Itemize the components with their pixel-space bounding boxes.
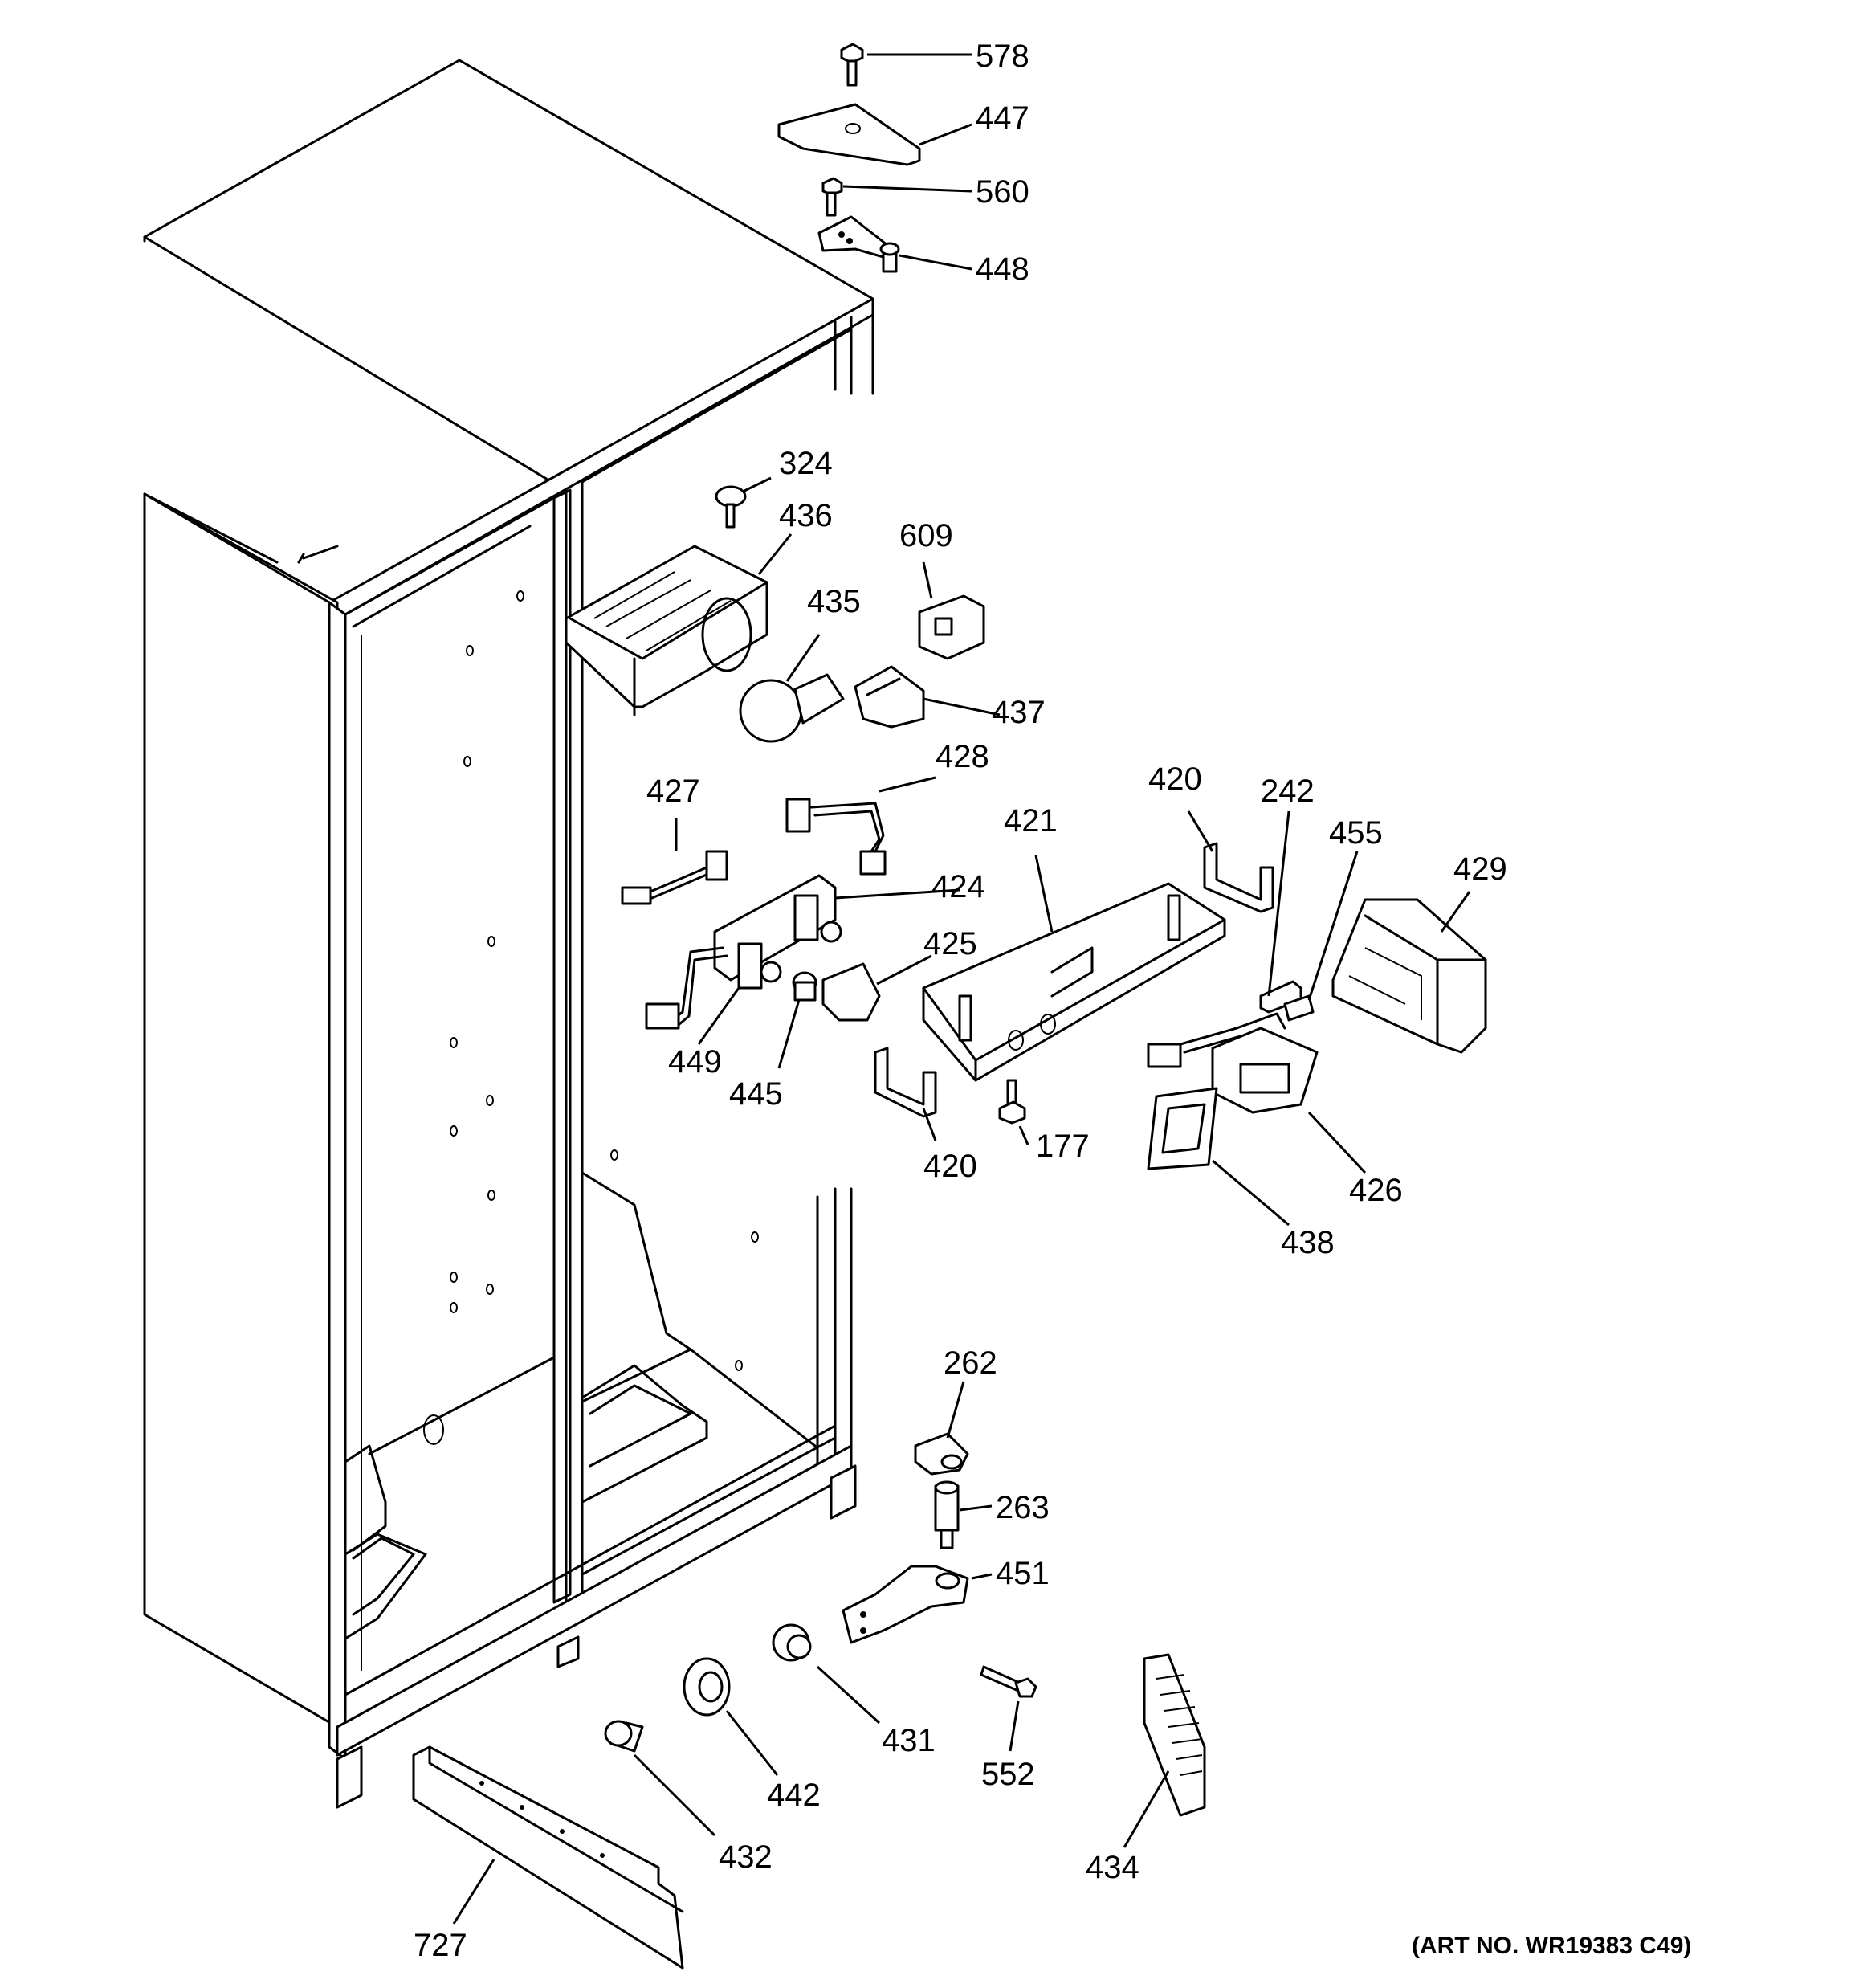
callout-263: 263 [996, 1490, 1050, 1525]
callout-leader-lines [452, 53, 1471, 1925]
callout-428: 428 [936, 739, 989, 774]
callout-448: 448 [976, 251, 1029, 287]
part-442-washer [683, 1657, 731, 1717]
cabinet-screw-holes [297, 545, 759, 1445]
callout-labels: 578 447 560 448 324 436 609 435 437 428 … [414, 39, 1691, 1963]
callout-436: 436 [779, 498, 833, 533]
part-560-screw [821, 177, 843, 217]
refrigerator-cabinet [143, 59, 874, 1809]
part-552-screw [980, 1665, 1037, 1698]
callout-432: 432 [719, 1839, 773, 1875]
part-426-dispenser-light [1147, 1012, 1319, 1114]
part-429-dispenser-housing [1331, 898, 1487, 1054]
callout-324: 324 [779, 446, 833, 481]
callout-438: 438 [1281, 1225, 1335, 1260]
callout-442: 442 [767, 1778, 821, 1813]
part-609-door-switch [918, 594, 985, 660]
callout-449: 449 [668, 1044, 722, 1080]
callout-437: 437 [992, 695, 1046, 730]
part-421-control-housing [922, 882, 1226, 1082]
art-number: (ART NO. WR19383 C49) [1412, 1933, 1691, 1959]
part-425-control-knob [821, 962, 881, 1022]
callout-447: 447 [976, 100, 1029, 136]
part-431-bushing [772, 1623, 812, 1662]
callout-434: 434 [1086, 1850, 1139, 1885]
callout-431: 431 [882, 1723, 936, 1758]
part-177-screw [998, 1079, 1026, 1125]
part-324-push-pin [715, 485, 747, 529]
callout-435: 435 [807, 584, 861, 619]
part-424-temperature-control [645, 874, 842, 1030]
callout-424: 424 [932, 869, 985, 904]
callout-421: 421 [1004, 803, 1058, 839]
part-262-hinge-bushing [914, 1432, 969, 1476]
callout-429: 429 [1453, 851, 1507, 887]
part-438-light-lens [1147, 1087, 1218, 1170]
part-435-light-bulb [739, 673, 845, 743]
callout-427: 427 [646, 774, 700, 809]
part-445-knob-bushing [792, 971, 817, 1002]
part-447-hinge-cover [777, 103, 921, 166]
part-427-wire-harness [621, 850, 728, 905]
callout-727: 727 [414, 1928, 467, 1963]
part-428-wire-harness [785, 798, 887, 876]
callout-445: 445 [729, 1076, 783, 1112]
callout-578: 578 [976, 39, 1029, 74]
callout-420-lower: 420 [923, 1149, 977, 1184]
part-437-light-socket [854, 665, 925, 729]
callout-425: 425 [923, 926, 977, 961]
callout-426: 426 [1349, 1173, 1403, 1208]
callout-455: 455 [1329, 815, 1383, 851]
part-727-kick-plate [412, 1745, 684, 1970]
part-436-light-shield [565, 545, 768, 716]
callout-420-upper: 420 [1148, 761, 1202, 797]
part-434-vent-grille [1143, 1653, 1206, 1817]
part-455-connector [1283, 994, 1315, 1022]
callout-552: 552 [981, 1757, 1035, 1792]
part-420-bracket-upper [1203, 842, 1274, 913]
callout-609: 609 [899, 518, 953, 553]
callout-262: 262 [944, 1345, 997, 1381]
callout-451: 451 [996, 1556, 1050, 1591]
part-263-hinge-pin [934, 1480, 960, 1549]
part-420-bracket-lower [874, 1047, 937, 1118]
part-578-screw [840, 43, 864, 87]
part-432-spacer [604, 1720, 644, 1753]
callout-560: 560 [976, 174, 1029, 210]
callout-177: 177 [1036, 1129, 1090, 1164]
part-451-bottom-hinge [842, 1565, 969, 1644]
callout-242: 242 [1261, 774, 1315, 809]
part-448-top-hinge [817, 215, 900, 273]
